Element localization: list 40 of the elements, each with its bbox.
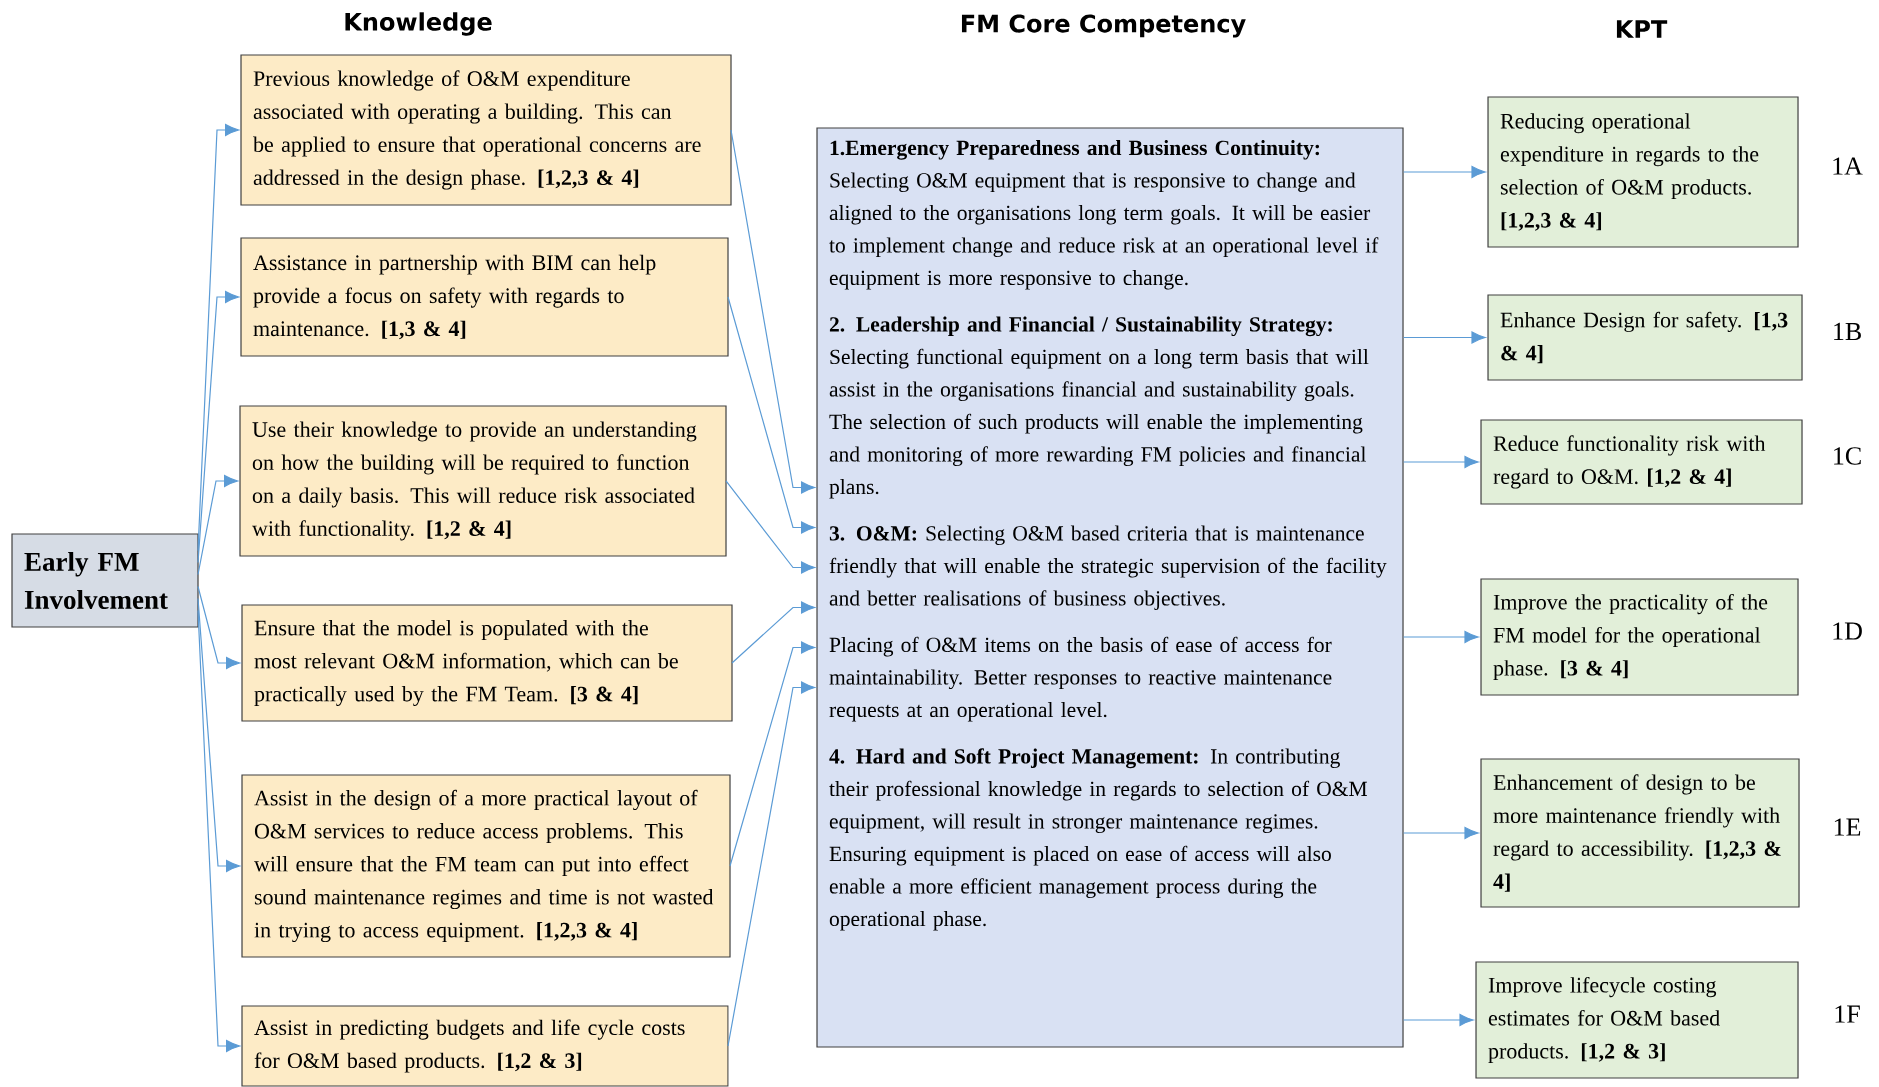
knowledge-box: Ensure that the model is populated with the most relevant O&M information, which can be practically used by the FM Team. [3 & 4]: [241, 604, 733, 722]
arrow: [725, 480, 816, 574]
arrow: [730, 129, 816, 494]
arrow: [197, 124, 240, 552]
knowledge-box: Previous knowledge of O&M expenditure associated with operating a building. This can be applied to ensure that operational concerns are addressed in the design phase. [1,2,3 & 4]: [240, 54, 732, 206]
kpt-box: Reducing operational expenditure in regards to the selection of O&M products. [1,2,3 & 4]: [1487, 96, 1799, 248]
knowledge-box: Assistance in partnership with BIM can help provide a focus on safety with regards to maintenance. [1,3 & 4]: [240, 237, 729, 357]
kpt-box: Enhancement of design to be more maintenance friendly with regard to accessibility. [1,2,3 & 4]: [1480, 758, 1800, 908]
kpt-code: 1C: [1834, 447, 1861, 465]
arrow: [729, 641, 816, 867]
source-box: Early FM Involvement: [11, 533, 199, 628]
column-heading: FM Core Competency: [961, 14, 1246, 38]
arrow: [197, 597, 241, 872]
arrow: [1403, 631, 1479, 643]
kpt-box: Improve the practicality of the FM model for the operational phase. [3 & 4]: [1480, 578, 1799, 696]
kpt-box: Enhance Design for safety. [1,3 & 4]: [1487, 294, 1803, 381]
knowledge-box: Use their knowledge to provide an understanding on how the building will be required to function on a daily basis. This will reduce risk associated with functionality. [1,2 & 4]: [239, 405, 727, 557]
arrow: [1403, 1014, 1474, 1026]
arrow: [197, 290, 240, 564]
arrow: [1403, 166, 1486, 178]
kpt-code: 1D: [1833, 622, 1862, 640]
arrow: [727, 681, 816, 1047]
arrow: [1403, 455, 1479, 468]
arrow: [727, 296, 816, 534]
column-heading: KPT: [1616, 20, 1668, 38]
kpt-box: Improve lifecycle costing estimates for O&M based products. [1,2 & 3]: [1475, 961, 1799, 1079]
arrow: [731, 601, 816, 664]
kpt-code: 1A: [1833, 157, 1863, 175]
kpt-code: 1F: [1835, 1005, 1860, 1023]
arrow: [1403, 331, 1486, 344]
kpt-box: Reduce functionality risk with regard to O&M. [1,2 & 4]: [1480, 419, 1803, 505]
kpt-code: 1B: [1834, 322, 1861, 341]
arrow: [197, 609, 241, 1052]
arrow: [1403, 827, 1479, 839]
arrow: [197, 585, 241, 669]
arrow: [197, 474, 239, 576]
kpt-code: 1E: [1834, 818, 1861, 836]
knowledge-box: Assist in predicting budgets and life cycle costs for O&M based products. [1,2 & 3]: [241, 1005, 729, 1087]
competency-box: 1.Emergency Preparedness and Business Continuity: Selecting O&M equipment that is responsive to change and aligned to the organisations long term goals. It will be easier to implement change and reduce risk at an operational level if equipment is more responsive to change. 2. Leadership and Financial / Sustainability Strategy: Selecting functional equipment on a long term basis that will assist in the organisations financial and sustainability goals. The selection of such products will enable the implementing and monitoring of more rewarding FM policies and financial plans. 3. O&M: Selecting O&M based criteria that is maintenance friendly that will enable the strategic supervision of the facility and better realisations of business objectives. Placing of O&M items on the basis of ease of access for maintainability. Better responses to reactive maintenance requests at an operational level. 4. Hard and Soft Project Management: In contributing their professional knowledge in regards to selection of O&M equipment, will result in stronger maintenance regimes. Ensuring equipment is placed on ease of access will also enable a more efficient management process during the operational phase.: [816, 127, 1404, 1048]
knowledge-box: Assist in the design of a more practical layout of O&M services to reduce access problems. This will ensure that the FM team can put into effect sound maintenance regimes and time is not wasted in trying to access equipment. [1,2,3 & 4]: [241, 774, 731, 958]
